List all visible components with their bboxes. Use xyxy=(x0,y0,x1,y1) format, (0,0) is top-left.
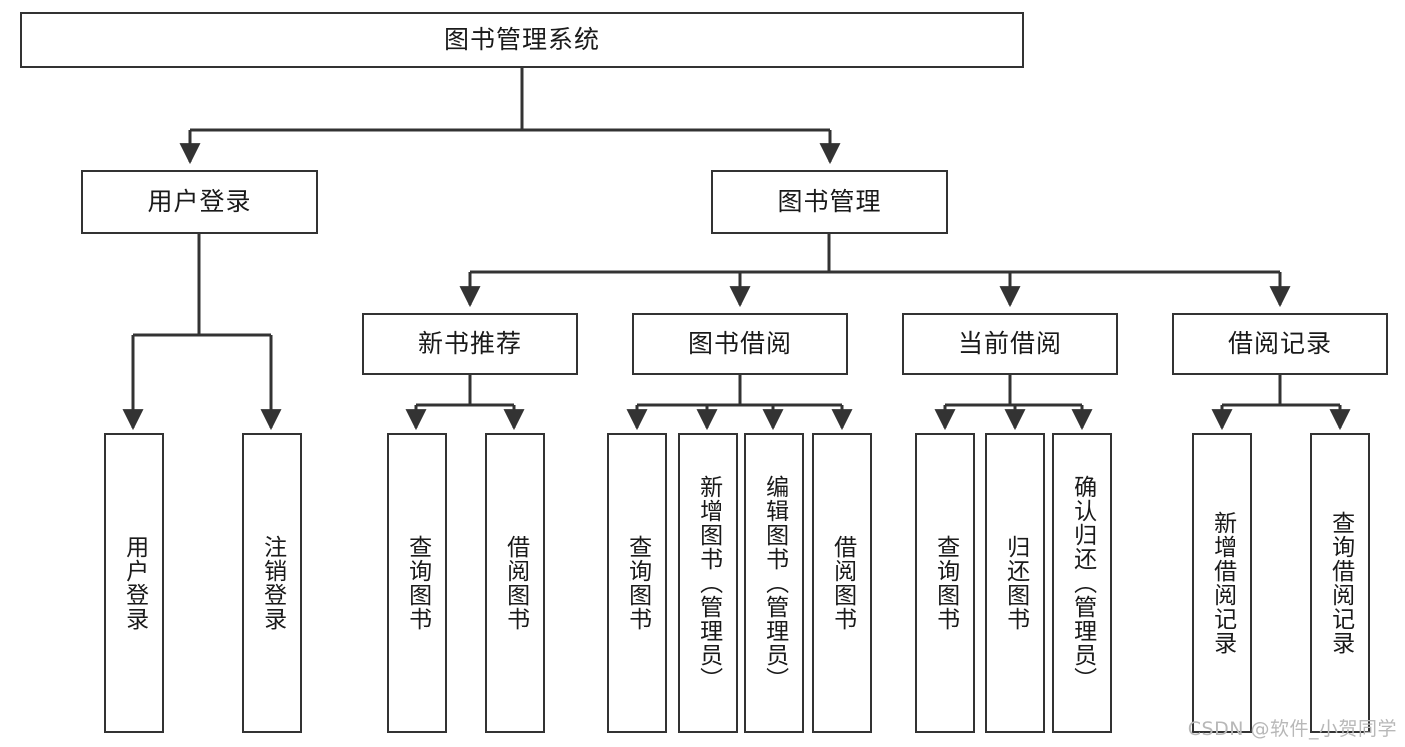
node-leaf-confirm-return[interactable]: 确认归还（管理员） xyxy=(1052,433,1112,733)
node-leaf-confirm-return-label: 确认归还（管理员） xyxy=(1069,475,1096,691)
node-leaf-query-book-3-label: 查询图书 xyxy=(932,535,959,631)
node-leaf-borrow-book-2[interactable]: 借阅图书 xyxy=(812,433,872,733)
node-leaf-user-login-label: 用户登录 xyxy=(121,535,148,631)
node-leaf-logout-login[interactable]: 注销登录 xyxy=(242,433,302,733)
node-root[interactable]: 图书管理系统 xyxy=(20,12,1024,68)
node-leaf-user-login[interactable]: 用户登录 xyxy=(104,433,164,733)
node-leaf-query-book-1[interactable]: 查询图书 xyxy=(387,433,447,733)
node-leaf-add-book[interactable]: 新增图书（管理员） xyxy=(678,433,738,733)
node-book-manage[interactable]: 图书管理 xyxy=(711,170,948,234)
node-new-book-recommend[interactable]: 新书推荐 xyxy=(362,313,578,375)
node-leaf-return-book[interactable]: 归还图书 xyxy=(985,433,1045,733)
node-leaf-borrow-book-2-label: 借阅图书 xyxy=(829,535,856,631)
node-leaf-borrow-book-1[interactable]: 借阅图书 xyxy=(485,433,545,733)
node-root-label: 图书管理系统 xyxy=(443,25,600,54)
node-leaf-query-book-2-label: 查询图书 xyxy=(624,535,651,631)
node-book-manage-label: 图书管理 xyxy=(777,187,882,216)
node-leaf-add-record[interactable]: 新增借阅记录 xyxy=(1192,433,1252,733)
node-borrow-record[interactable]: 借阅记录 xyxy=(1172,313,1388,375)
node-leaf-edit-book[interactable]: 编辑图书（管理员） xyxy=(744,433,804,733)
node-leaf-query-book-1-label: 查询图书 xyxy=(404,535,431,631)
node-leaf-logout-login-label: 注销登录 xyxy=(259,535,286,631)
node-new-book-recommend-label: 新书推荐 xyxy=(417,329,522,358)
node-borrow-record-label: 借阅记录 xyxy=(1227,329,1332,358)
node-leaf-query-record-label: 查询借阅记录 xyxy=(1327,511,1354,655)
node-leaf-borrow-book-1-label: 借阅图书 xyxy=(502,535,529,631)
node-leaf-edit-book-label: 编辑图书（管理员） xyxy=(761,475,788,691)
node-book-borrow-label: 图书借阅 xyxy=(687,329,792,358)
node-leaf-query-book-3[interactable]: 查询图书 xyxy=(915,433,975,733)
node-leaf-query-record[interactable]: 查询借阅记录 xyxy=(1310,433,1370,733)
node-leaf-query-book-2[interactable]: 查询图书 xyxy=(607,433,667,733)
node-leaf-add-record-label: 新增借阅记录 xyxy=(1209,511,1236,655)
node-current-borrow-label: 当前借阅 xyxy=(957,329,1062,358)
watermark: CSDN @软件_小贺同学 xyxy=(1187,718,1397,740)
node-user-login-label: 用户登录 xyxy=(147,187,252,216)
node-user-login[interactable]: 用户登录 xyxy=(81,170,318,234)
node-current-borrow[interactable]: 当前借阅 xyxy=(902,313,1118,375)
node-book-borrow[interactable]: 图书借阅 xyxy=(632,313,848,375)
node-leaf-add-book-label: 新增图书（管理员） xyxy=(695,475,722,691)
node-leaf-return-book-label: 归还图书 xyxy=(1002,535,1029,631)
